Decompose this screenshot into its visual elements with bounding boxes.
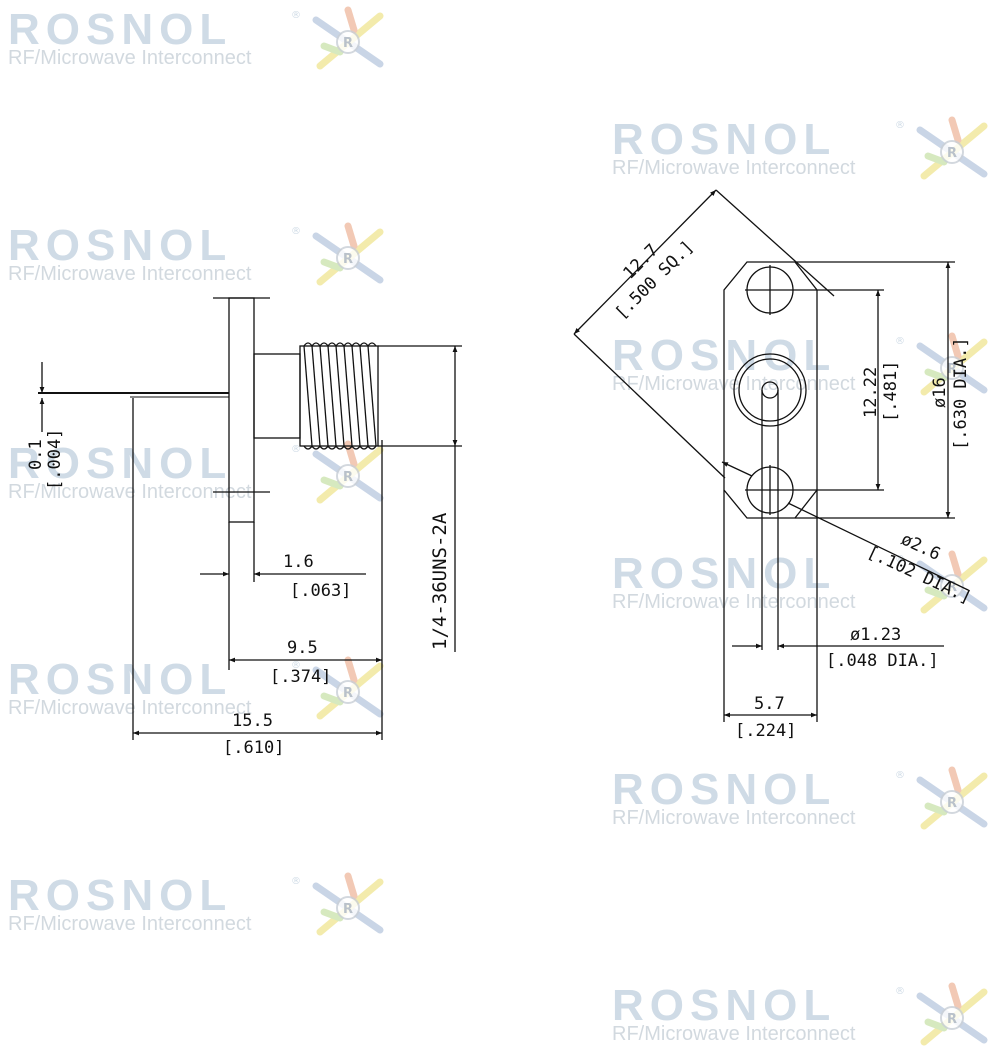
rosnol-star-logo-icon: R — [312, 656, 384, 720]
watermark-tagline: RF/Microwave Interconnect — [8, 697, 252, 719]
watermark-registered: ® — [291, 226, 301, 237]
svg-text:R: R — [947, 580, 957, 595]
watermark-registered: ® — [895, 986, 905, 997]
watermark-tagline: RF/Microwave Interconnect — [8, 481, 252, 503]
dim-pin-dia-mm: ø1.23 — [850, 625, 901, 645]
watermark-brand: ROSNOL — [612, 549, 837, 598]
rosnol-star-logo-icon: R — [916, 116, 988, 180]
watermark-registered: ® — [291, 444, 301, 455]
dim-flange-dia-mm: ø16 — [930, 377, 950, 408]
watermark-brand: ROSNOL — [8, 221, 233, 270]
thread-section — [299, 342, 379, 450]
watermark-brand: ROSNOL — [8, 439, 233, 488]
watermark-tagline: RF/Microwave Interconnect — [8, 47, 252, 69]
watermark-tagline: RF/Microwave Interconnect — [612, 157, 856, 179]
watermark-brand: ROSNOL — [8, 655, 233, 704]
svg-text:R: R — [343, 470, 353, 485]
watermark-registered: ® — [895, 554, 905, 565]
svg-text:R: R — [343, 902, 353, 917]
rosnol-star-logo-icon: R — [312, 440, 384, 504]
rosnol-star-logo-icon: R — [916, 332, 988, 396]
dim-pin-dia-inch: [.048 DIA.] — [826, 651, 939, 671]
rosnol-watermark: ROSNOL ® RF/Microwave Interconnect R — [8, 656, 388, 726]
dim-hole-spacing-mm: 12.22 — [861, 367, 881, 418]
dim-flange-thickness-inch: [.063] — [290, 581, 351, 601]
watermark-brand: ROSNOL — [612, 115, 837, 164]
watermark-tagline: RF/Microwave Interconnect — [612, 1023, 856, 1045]
watermark-tagline: RF/Microwave Interconnect — [612, 591, 856, 613]
connector-drawing: 0.1 [.004] 1/4-36UNS-2A 1.6 [.063] 9.5 [… — [26, 189, 974, 758]
watermark-registered: ® — [291, 660, 301, 671]
watermark-brand: ROSNOL — [612, 765, 837, 814]
dim-overall-length-inch: [.610] — [223, 738, 284, 758]
dim-thread: 1/4-36UNS-2A — [429, 512, 451, 650]
watermark-tagline: RF/Microwave Interconnect — [8, 263, 252, 285]
rosnol-watermark: ROSNOL ® RF/Microwave Interconnect R — [612, 550, 992, 620]
dim-hole-spacing-inch: [.481] — [881, 361, 901, 422]
center-pin — [761, 381, 779, 399]
watermark-brand: ROSNOL — [612, 331, 837, 380]
dimension-labels: 0.1 [.004] 1/4-36UNS-2A 1.6 [.063] 9.5 [… — [26, 237, 974, 758]
dim-flange-thickness-mm: 1.6 — [283, 552, 314, 572]
dielectric-outer — [733, 353, 807, 427]
rosnol-watermark: ROSNOL ® RF/Microwave Interconnect R — [612, 766, 992, 836]
watermark-tagline: RF/Microwave Interconnect — [612, 807, 856, 829]
dim-flange-width-mm: 5.7 — [754, 694, 785, 714]
watermark-brand: ROSNOL — [8, 5, 233, 54]
watermark-tagline: RF/Microwave Interconnect — [612, 373, 856, 395]
watermark-registered: ® — [291, 876, 301, 887]
side-view — [38, 297, 462, 740]
rosnol-watermark: ROSNOL ® RF/Microwave Interconnect R — [612, 332, 992, 402]
flange-outline — [228, 297, 255, 523]
watermark-tagline: RF/Microwave Interconnect — [8, 913, 252, 935]
watermark-registered: ® — [895, 770, 905, 781]
dim-pin-offset-inch: [.004] — [45, 429, 65, 490]
watermark-registered: ® — [895, 120, 905, 131]
svg-text:R: R — [343, 36, 353, 51]
watermark-registered: ® — [895, 336, 905, 347]
watermark-registered: ® — [291, 10, 301, 21]
dim-overall-length-mm: 15.5 — [232, 711, 273, 731]
dim-pin-offset-mm: 0.1 — [26, 439, 46, 470]
rosnol-watermark: ROSNOL ® RF/Microwave Interconnect R — [8, 6, 388, 76]
dim-flange-dia-inch: [.630 DIA.] — [951, 337, 971, 450]
rosnol-star-logo-icon: R — [312, 6, 384, 70]
dim-body-length-inch: [.374] — [270, 667, 331, 687]
body-outline — [253, 353, 301, 439]
svg-text:R: R — [947, 1012, 957, 1027]
svg-text:R: R — [947, 146, 957, 161]
rosnol-watermark: ROSNOL ® RF/Microwave Interconnect R — [8, 222, 388, 292]
watermark-brand: ROSNOL — [8, 871, 233, 920]
svg-text:R: R — [947, 362, 957, 377]
rosnol-watermark: ROSNOL ® RF/Microwave Interconnect R — [8, 872, 388, 942]
rosnol-watermark: ROSNOL ® RF/Microwave Interconnect R — [8, 440, 388, 510]
rosnol-star-logo-icon: R — [916, 766, 988, 830]
front-view — [573, 189, 969, 722]
svg-text:R: R — [947, 796, 957, 811]
rosnol-star-logo-icon: R — [312, 222, 384, 286]
dim-body-length-mm: 9.5 — [287, 638, 318, 658]
svg-text:R: R — [343, 686, 353, 701]
dim-flange-width-inch: [.224] — [735, 721, 796, 741]
svg-text:R: R — [343, 252, 353, 267]
rosnol-watermark: ROSNOL ® RF/Microwave Interconnect R — [612, 116, 992, 186]
rosnol-star-logo-icon: R — [312, 872, 384, 936]
